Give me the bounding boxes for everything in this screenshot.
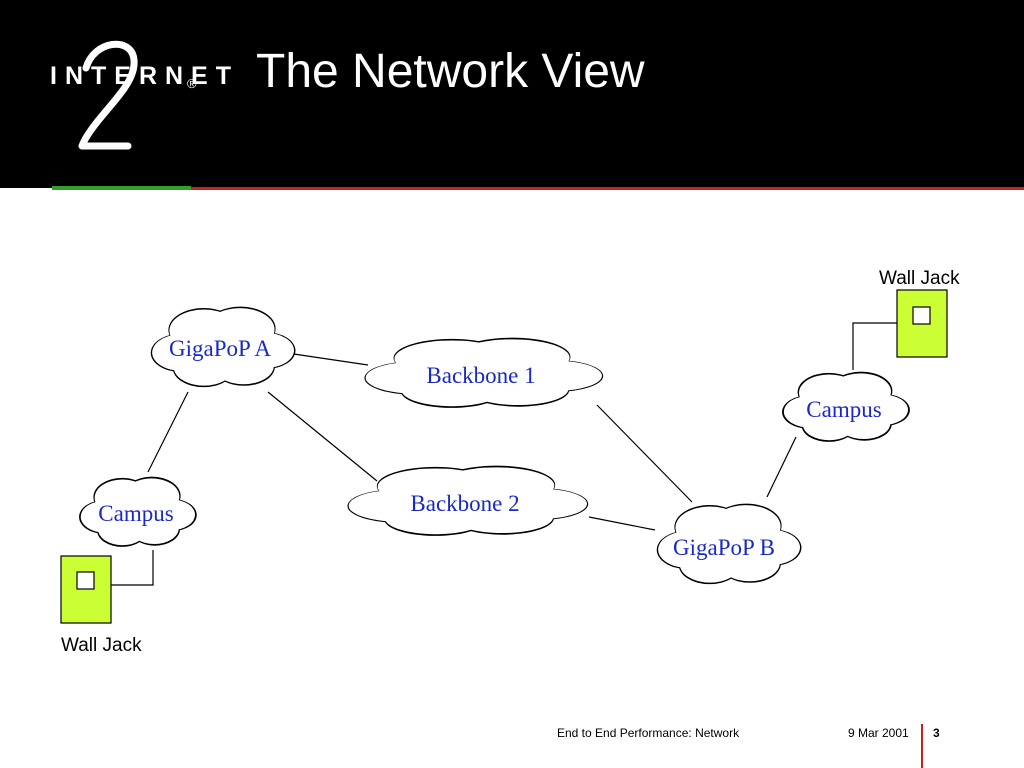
footer-separator bbox=[921, 724, 923, 768]
label-gigapop-b: GigaPoP B bbox=[673, 535, 775, 560]
label-gigapop-a: GigaPoP A bbox=[169, 336, 271, 361]
page-number: 3 bbox=[933, 726, 940, 740]
footer-presentation-title: End to End Performance: Network bbox=[557, 726, 740, 740]
edge-backbone-1-gigapop-b bbox=[596, 404, 693, 503]
connection-lines bbox=[111, 322, 897, 586]
jack-port-icon bbox=[76, 571, 95, 590]
wall-jack-right-label: Wall Jack bbox=[879, 268, 960, 289]
wall-jack-right bbox=[896, 289, 948, 358]
edge-gigapop-b-campus-right bbox=[766, 436, 797, 498]
label-backbone-2: Backbone 2 bbox=[410, 491, 519, 516]
header-rule-green bbox=[52, 186, 191, 190]
logo-wordmark: INTERNET bbox=[50, 62, 239, 90]
slide-title: The Network View bbox=[256, 45, 645, 98]
wall-jack-left-label: Wall Jack bbox=[61, 635, 142, 656]
edge-gigapop-a-campus-left bbox=[147, 391, 189, 473]
label-campus-left: Campus bbox=[98, 501, 173, 526]
edge-gigapop-a-backbone-2 bbox=[267, 391, 378, 482]
label-backbone-1: Backbone 1 bbox=[426, 363, 535, 388]
edge-campus-right-wall-jack-right bbox=[852, 322, 897, 370]
wall-jack-left bbox=[60, 555, 112, 624]
jack-port-icon bbox=[912, 306, 931, 325]
footer-date: 9 Mar 2001 bbox=[848, 726, 909, 740]
edge-campus-left-wall-jack-left bbox=[111, 550, 154, 586]
edge-gigapop-a-backbone-1 bbox=[286, 352, 369, 366]
label-campus-right: Campus bbox=[806, 397, 881, 422]
edge-backbone-2-gigapop-b bbox=[588, 516, 656, 531]
header-bar bbox=[0, 0, 1024, 188]
header-rule-red bbox=[191, 187, 1024, 190]
logo-two-numeral-icon: 2 bbox=[78, 40, 138, 150]
logo-registered-mark: ® bbox=[187, 76, 197, 91]
